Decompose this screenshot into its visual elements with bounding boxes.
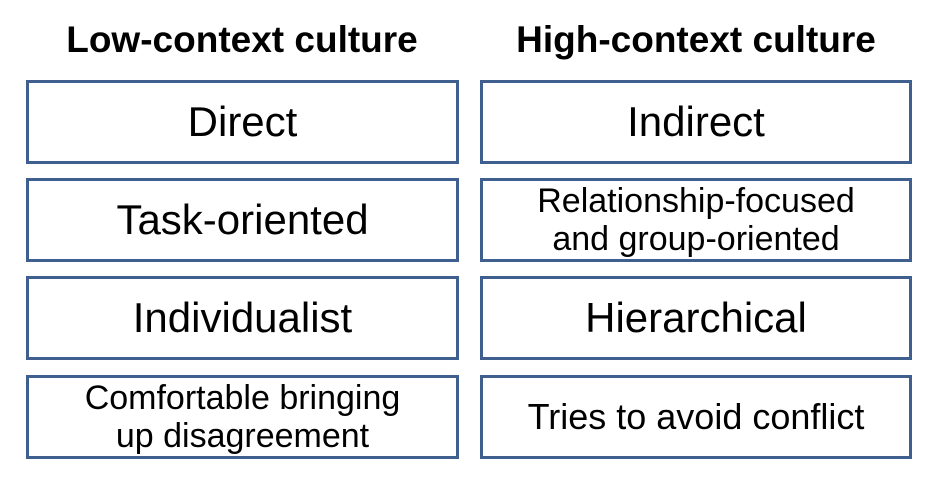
high-context-header: High-context culture [516,19,876,60]
low-context-item-direct: Direct [26,80,459,164]
low-context-item-disagreement: Comfortable bringing up disagreement [26,375,459,459]
low-context-item-task-oriented: Task-oriented [26,178,459,262]
item-label-line1: Relationship-focused [537,182,855,220]
item-label: Indirect [627,98,765,145]
item-label: Task-oriented [116,196,369,243]
low-context-item-individualist: Individualist [26,276,459,360]
high-context-item-relationship-focused: Relationship-focused and group-oriented [480,178,912,262]
item-label-line1: Comfortable bringing [84,379,401,417]
item-label: Hierarchical [585,294,807,341]
high-context-item-hierarchical: Hierarchical [480,276,912,360]
item-label: Individualist [132,294,353,341]
item-label: Direct [187,98,298,145]
item-label-line2: and group-oriented [552,220,840,258]
item-label-line2: up disagreement [115,417,370,455]
item-label: Tries to avoid conflict [527,396,865,437]
low-context-header: Low-context culture [66,19,418,60]
high-context-item-indirect: Indirect [480,80,912,164]
high-context-item-avoid-conflict: Tries to avoid conflict [480,375,912,459]
